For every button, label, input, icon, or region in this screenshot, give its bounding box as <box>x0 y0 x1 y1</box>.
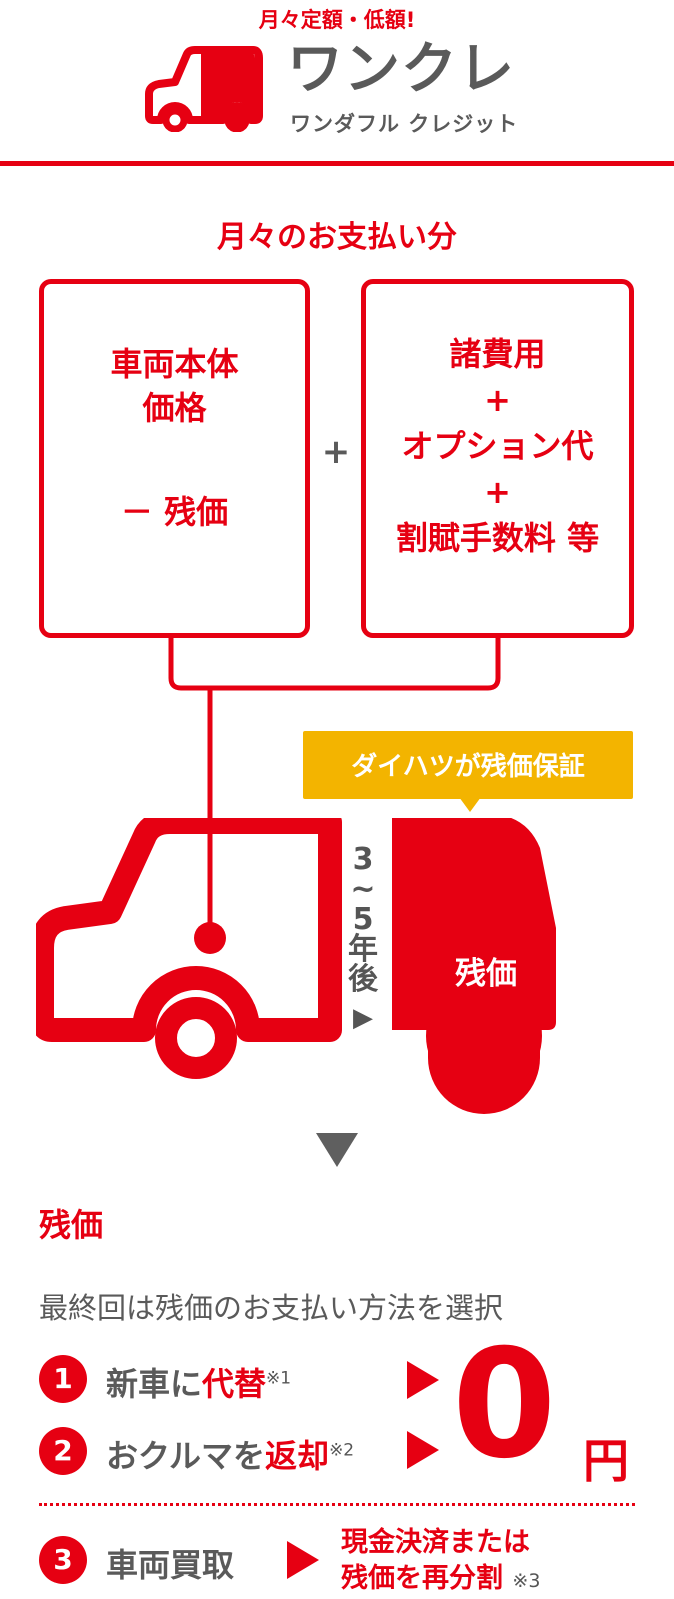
costs-plus1: + <box>484 381 511 419</box>
option-number-2: 2 <box>39 1427 87 1475</box>
option-2-arrow-icon <box>407 1431 439 1469</box>
residual-minus-line: － 残価 <box>120 493 229 531</box>
monthly-payment-heading: 月々のお支払い分 <box>217 220 457 255</box>
option-3-arrow-icon <box>287 1541 319 1579</box>
option-3-label: 車両買取 <box>106 1546 235 1584</box>
option-3-result-line1: 現金決済または <box>341 1527 530 1558</box>
option-3-result-line2: 残価を再分割 <box>341 1563 503 1594</box>
residual-truck-label: 残価 <box>455 956 517 992</box>
option-1-em: 代替 <box>202 1365 267 1403</box>
costs-line1: 諸費用 <box>449 335 546 373</box>
connector-lines <box>168 638 501 942</box>
zero-amount: 0 <box>452 1318 556 1492</box>
option-1-pre: 新車に <box>106 1365 203 1403</box>
down-arrow-icon <box>316 1133 358 1167</box>
guarantee-bubble-text: ダイハツが残価保証 <box>351 752 585 782</box>
vehicle-price-box: 車両本体 価格 － 残価 <box>39 279 310 638</box>
option-1-note: ※1 <box>266 1368 292 1389</box>
dotted-divider <box>39 1503 635 1506</box>
section-title: 残価 <box>39 1206 104 1244</box>
years-char-5: 後 <box>348 962 378 997</box>
yen-unit: 円 <box>583 1434 629 1488</box>
years-char-3: 5 <box>352 902 374 937</box>
years-char-2: ~ <box>350 872 376 907</box>
plus-sign: + <box>321 432 351 472</box>
guarantee-bubble <box>303 731 633 799</box>
logo-subtitle: ワンダフル クレジット <box>290 112 519 136</box>
option-3-result: 現金決済または 残価を再分割 ※3 <box>341 1525 540 1599</box>
option-number-1: 1 <box>39 1355 87 1403</box>
bubble-tail <box>459 797 481 812</box>
option-1-arrow-icon <box>407 1361 439 1399</box>
option-number-3: 3 <box>39 1536 87 1584</box>
costs-line3: 割賦手数料 等 <box>395 519 600 557</box>
option-2-em: 返却 <box>265 1437 330 1475</box>
vehicle-price-line1: 車両本体 <box>110 345 239 383</box>
truck-logo-icon <box>145 46 263 132</box>
years-later-label: 3 ~ 5 年 後 ▶ <box>345 842 381 1034</box>
costs-line2: オプション代 <box>401 427 594 465</box>
vehicle-price-line2: 価格 <box>142 389 207 427</box>
years-char-4: 年 <box>348 932 378 967</box>
option-3-note: ※3 <box>512 1570 541 1592</box>
section-description: 最終回は残価のお支払い方法を選択 <box>39 1291 504 1325</box>
option-2-pre: おクルマを <box>106 1437 266 1475</box>
years-arrow: ▶ <box>353 1003 373 1033</box>
costs-plus2: + <box>484 473 511 511</box>
logo-title: ワンクレ <box>287 37 515 102</box>
split-truck-illustration <box>36 818 556 1114</box>
catch-copy: 月々定額・低額! <box>258 8 416 32</box>
option-1-label: 新車に代替※1 <box>106 1359 291 1405</box>
header-divider <box>0 161 674 166</box>
option-2-label: おクルマを返却※2 <box>106 1431 354 1477</box>
option-2-note: ※2 <box>329 1440 355 1461</box>
other-costs-box: 諸費用 + オプション代 + 割賦手数料 等 <box>361 279 634 638</box>
years-char-1: 3 <box>352 842 374 877</box>
